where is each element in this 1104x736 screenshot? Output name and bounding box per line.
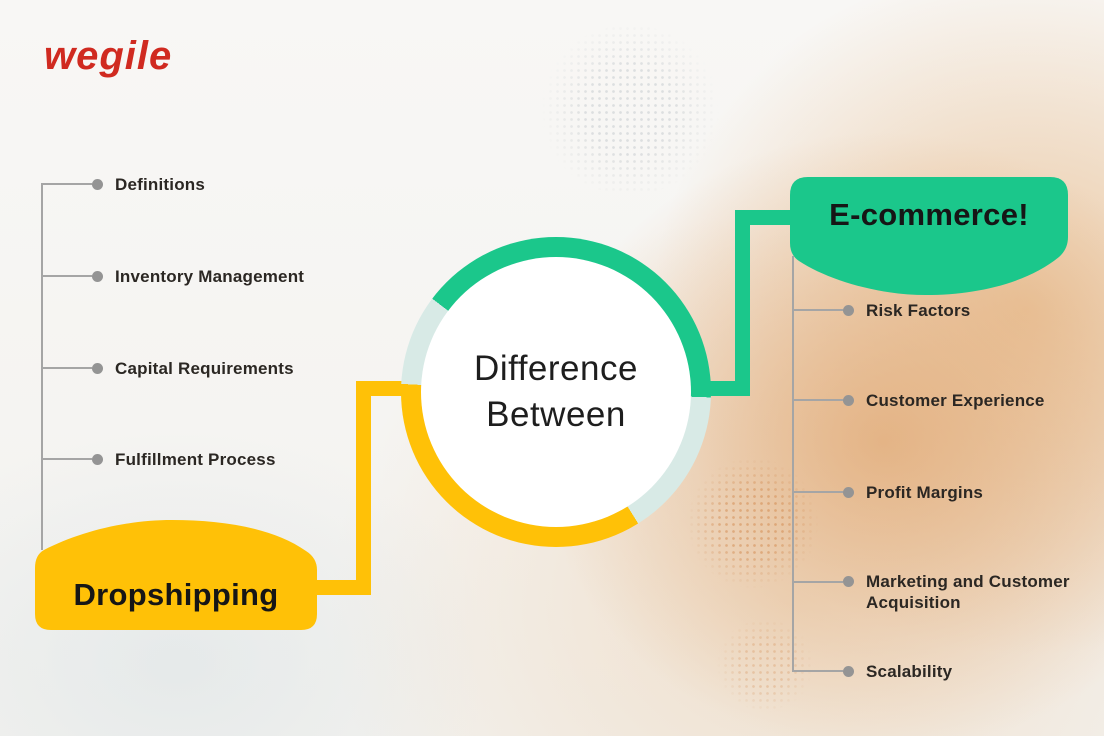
bullet-dot-icon (843, 665, 854, 677)
bullet-dot-icon (843, 486, 854, 498)
list-item-profit-margins: Profit Margins (793, 481, 983, 503)
item-label: Risk Factors (866, 300, 971, 320)
ecommerce-tree-line (792, 256, 794, 672)
list-item-fulfillment-process: Fulfillment Process (42, 448, 276, 470)
center-circle: Difference Between (421, 257, 691, 527)
bullet-dot-icon (92, 178, 103, 190)
item-label: Scalability (866, 661, 953, 681)
dropshipping-connector-vertical (356, 381, 371, 595)
list-item-customer-experience: Customer Experience (793, 389, 1045, 411)
bullet-dot-icon (92, 453, 103, 465)
bullet-dot-icon (92, 270, 103, 282)
dropshipping-title: Dropshipping (73, 577, 279, 612)
bullet-dot-icon (843, 576, 854, 587)
item-label: Inventory Management (115, 266, 305, 286)
ecommerce-banner-shape (790, 177, 1068, 295)
item-label: Fulfillment Process (115, 449, 276, 469)
branch-line (793, 581, 843, 583)
branch-line (42, 367, 92, 369)
list-item-inventory-management: Inventory Management (42, 265, 304, 287)
dropshipping-connector-stub (356, 381, 404, 396)
ecommerce-connector-top (735, 210, 792, 225)
branch-line (793, 309, 843, 311)
dropshipping-tree-line (41, 183, 43, 550)
wegile-logo: wegile (44, 34, 173, 78)
center-title-line2: Between (486, 395, 626, 434)
dropshipping-banner-shape (35, 520, 317, 630)
list-item-scalability: Scalability (793, 660, 952, 682)
center-circle-ring: Difference Between (401, 237, 711, 547)
item-label: Profit Margins (866, 482, 984, 502)
item-label: Definitions (115, 174, 206, 194)
branch-line (42, 458, 92, 460)
list-item-risk-factors: Risk Factors (793, 299, 970, 321)
halftone-dots-middle (688, 458, 818, 588)
ecommerce-title: E-commerce! (829, 197, 1029, 232)
list-item-capital-requirements: Capital Requirements (42, 357, 294, 379)
ecommerce-connector-vertical (735, 210, 750, 396)
branch-line (793, 670, 843, 672)
item-label: Capital Requirements (115, 358, 294, 378)
item-label: Marketing and Customer Acquisition (866, 572, 1070, 612)
list-item-marketing-acquisition: Marketing and Customer Acquisition (793, 571, 1091, 613)
bullet-dot-icon (843, 304, 854, 316)
branch-line (793, 491, 843, 493)
bullet-dot-icon (92, 362, 103, 374)
branch-line (793, 399, 843, 401)
list-item-definitions: Definitions (42, 173, 205, 195)
item-label: Customer Experience (866, 390, 1045, 410)
center-title-line1: Difference (474, 349, 638, 388)
halftone-dots-bottom (715, 620, 815, 710)
halftone-dots-top (540, 25, 720, 195)
bullet-dot-icon (843, 394, 854, 406)
branch-line (42, 275, 92, 277)
branch-line (42, 183, 92, 185)
